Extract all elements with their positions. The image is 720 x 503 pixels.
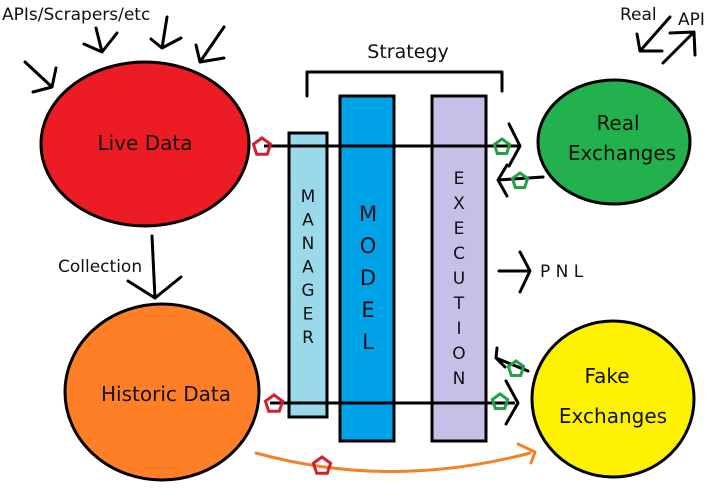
real-label: Real [620, 5, 657, 25]
model-letter: O [360, 234, 377, 258]
real-exchanges-node[interactable]: Real Exchanges [536, 78, 692, 206]
manager-letter: M [301, 187, 316, 207]
historic-data-node[interactable]: Historic Data [63, 302, 261, 482]
pentagon-marker-icon [251, 136, 273, 156]
arrow-icon [194, 25, 226, 64]
collection-arrow-icon [126, 234, 183, 300]
arrow-icon [82, 26, 119, 54]
model-letter: L [362, 330, 374, 354]
historic-data-label: Historic Data [101, 382, 231, 406]
model-letter: M [359, 202, 377, 226]
model-letter: E [361, 298, 374, 322]
manager-letter: N [302, 234, 315, 254]
orange-flow-arrow [254, 451, 532, 473]
pentagon-marker-icon [311, 455, 333, 475]
fake-exchanges-label-line1: Fake [584, 364, 629, 388]
arrow-right-icon [507, 122, 522, 168]
execution-letter: O [452, 344, 465, 364]
manager-letter: G [301, 281, 314, 301]
api-label: API [678, 10, 705, 30]
manager-letter: R [302, 328, 314, 348]
arrow-up-right-icon [661, 30, 697, 65]
arrow-icon [149, 15, 183, 50]
live-data-node[interactable]: Live Data [39, 60, 251, 228]
pentagon-marker-icon [506, 359, 526, 377]
execution-letter: U [453, 269, 465, 289]
arrow-right-icon [504, 379, 520, 426]
fake-exchanges-ellipse [530, 319, 696, 479]
live-data-label: Live Data [98, 131, 193, 155]
execution-letter: E [454, 219, 465, 239]
real-exchanges-ellipse [536, 78, 692, 206]
strategy-label: Strategy [367, 41, 448, 63]
pentagon-marker-icon [263, 393, 285, 413]
model-rect [338, 94, 396, 443]
manager-rect [287, 131, 329, 419]
historic-data-ellipse [63, 302, 261, 482]
model-letter: D [360, 266, 376, 290]
execution-letter: N [453, 369, 466, 389]
pentagon-marker-icon [490, 392, 510, 410]
collection-label: Collection [58, 257, 142, 277]
sources-label: APIs/Scrapers/etc [2, 5, 150, 25]
pnl-arrow-icon [497, 250, 532, 294]
pentagon-marker-icon [510, 171, 530, 189]
real-exchanges-label-line2: Exchanges [568, 141, 676, 165]
fake-exchanges-label-line2: Exchanges [559, 404, 667, 428]
manager-letter: A [302, 258, 314, 278]
execution-rect [430, 94, 488, 443]
arrow-icon [23, 60, 58, 94]
arrow-left-icon [496, 163, 545, 198]
fake-exchanges-node[interactable]: Fake Exchanges [530, 319, 696, 479]
manager-letter: E [303, 305, 314, 325]
real-exchanges-label-line1: Real [596, 111, 639, 135]
markers [251, 136, 530, 475]
arrow-down-left-icon [635, 15, 672, 53]
execution-letter: E [454, 169, 465, 189]
pentagon-marker-icon [492, 137, 512, 155]
execution-letter: T [453, 294, 465, 314]
execution-letter: C [453, 244, 465, 264]
pnl-label: P N L [540, 262, 584, 282]
live-data-ellipse [39, 60, 251, 228]
strategy-bracket [305, 70, 504, 98]
source-arrows [23, 15, 226, 94]
execution-letter: X [453, 194, 465, 214]
orange-arrowhead-icon [516, 442, 537, 465]
execution-letter: I [456, 319, 461, 339]
manager-letter: A [302, 211, 314, 231]
